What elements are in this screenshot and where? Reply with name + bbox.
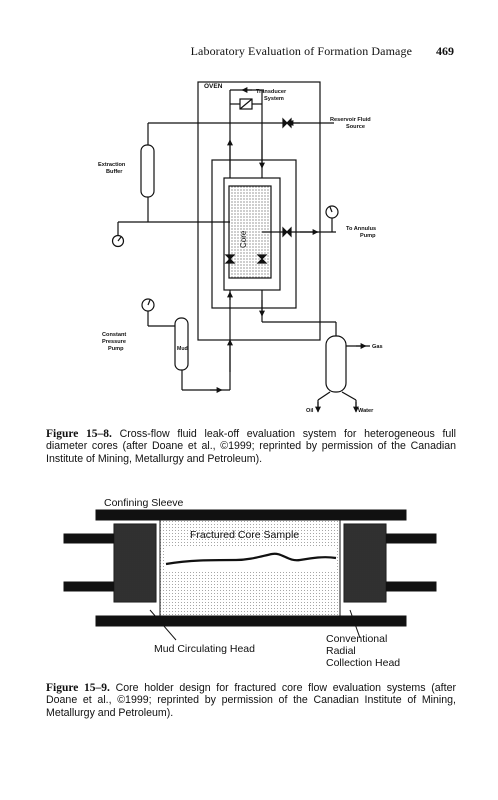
separator [325,335,347,393]
caption-15-8-text: Cross-flow fluid leak-off evaluation sys… [46,428,456,465]
label-oil: Oil [306,408,314,414]
label-reservoir: Reservoir Fluid [330,117,371,123]
caption-15-9-text: Core holder design for fractured core fl… [46,682,456,719]
radial-collection-head [344,524,386,602]
label-mud-head: Mud Circulating Head [154,643,255,655]
label-constant-3: Pump [108,346,124,352]
gauge-annulus [325,205,339,219]
fracture [165,552,337,566]
label-confining-sleeve: Confining Sleeve [104,497,184,509]
label-collection: Collection Head [326,657,400,669]
pipe-right-top [379,533,437,544]
label-constant: Constant [102,332,126,338]
gauge-extraction [111,234,125,248]
label-core: Core [239,230,248,248]
label-extraction-2: Buffer [106,169,123,175]
figure-15-9-diagram: Confining Sleeve Fractured Core Sample M… [63,497,437,669]
label-mud: Mud [177,346,188,352]
label-water: Water [358,408,374,414]
mud-pump [174,317,189,371]
sleeve-bottom [95,615,407,627]
label-radial: Radial [326,645,356,657]
label-oven: OVEN [204,83,223,90]
pipe-left-bottom [63,581,121,592]
inner-chamber [211,159,297,309]
oven-box [197,81,321,341]
running-head-title: Laboratory Evaluation of Formation Damag… [190,44,412,58]
label-transducer-2: System [264,96,284,102]
caption-15-8: Figure 15–8. Cross-flow fluid leak-off e… [46,428,456,465]
pipe-right-bottom [379,581,437,592]
running-head: Laboratory Evaluation of Formation Damag… [0,44,498,60]
sleeve-top [95,509,407,521]
caption-15-9: Figure 15–9. Core holder design for frac… [46,682,456,719]
label-annulus: To Annulus [346,226,376,232]
pipe-left-top [63,533,121,544]
label-conventional: Conventional [326,633,387,645]
extraction-buffer [140,144,155,198]
mud-circulating-head [114,524,156,602]
caption-15-8-label: Figure 15–8. [46,428,112,440]
label-gas: Gas [372,344,383,350]
label-extraction: Extraction [98,162,126,168]
label-annulus-2: Pump [360,233,376,239]
caption-15-9-label: Figure 15–9. [46,682,110,694]
label-fractured-core: Fractured Core Sample [190,529,299,541]
core-holder [223,177,281,291]
figure-15-8-diagram: OVEN Transducer System Reservoir Fluid S… [98,81,383,414]
label-constant-2: Pressure [102,339,126,345]
label-reservoir-2: Source [346,124,365,130]
page-number: 469 [436,44,454,58]
label-transducer: Transducer [256,89,287,95]
